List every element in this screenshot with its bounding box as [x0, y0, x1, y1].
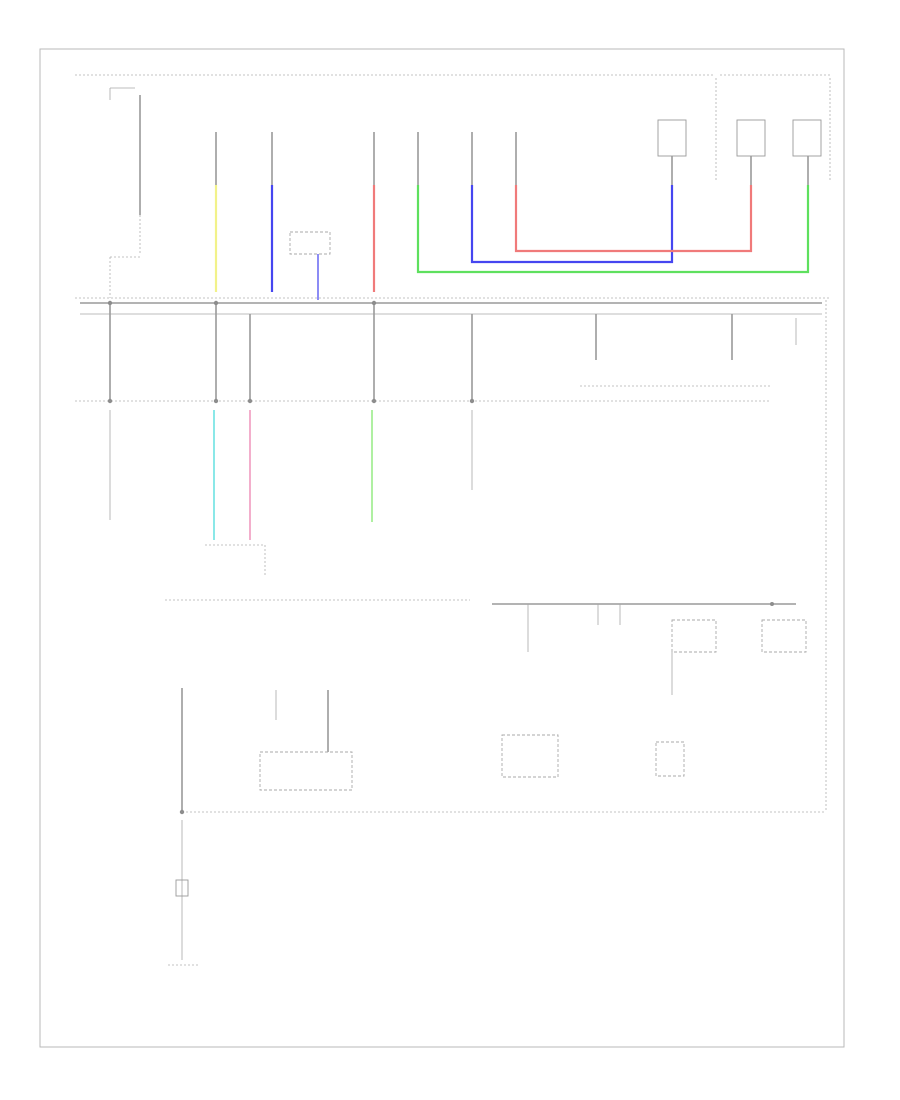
relay-box-2 — [736, 119, 766, 157]
relay-box-1 — [657, 119, 687, 157]
green-loop-wire — [416, 185, 810, 274]
splice-7 — [371, 398, 377, 404]
relay-box-3 — [792, 119, 822, 157]
splice-1 — [107, 300, 113, 306]
bottom-module-box-1 — [259, 751, 353, 791]
bottom-module-box-2 — [501, 734, 559, 778]
splice-6 — [247, 398, 253, 404]
page-frame — [39, 48, 845, 1048]
splice-4 — [107, 398, 113, 404]
splice-8 — [469, 398, 475, 404]
splice-5 — [213, 398, 219, 404]
splice-2 — [213, 300, 219, 306]
ground-splice — [179, 809, 185, 815]
small-module-box — [289, 231, 331, 255]
bottom-switch — [175, 879, 189, 897]
bottom-module-box-3 — [655, 741, 685, 777]
relay-group-box-1 — [671, 619, 717, 653]
pink-loop-wire — [514, 185, 753, 253]
relay-bus-splice — [770, 602, 774, 606]
splice-3 — [371, 300, 377, 306]
relay-group-box-2 — [761, 619, 807, 653]
blue-loop-wire — [470, 185, 674, 264]
